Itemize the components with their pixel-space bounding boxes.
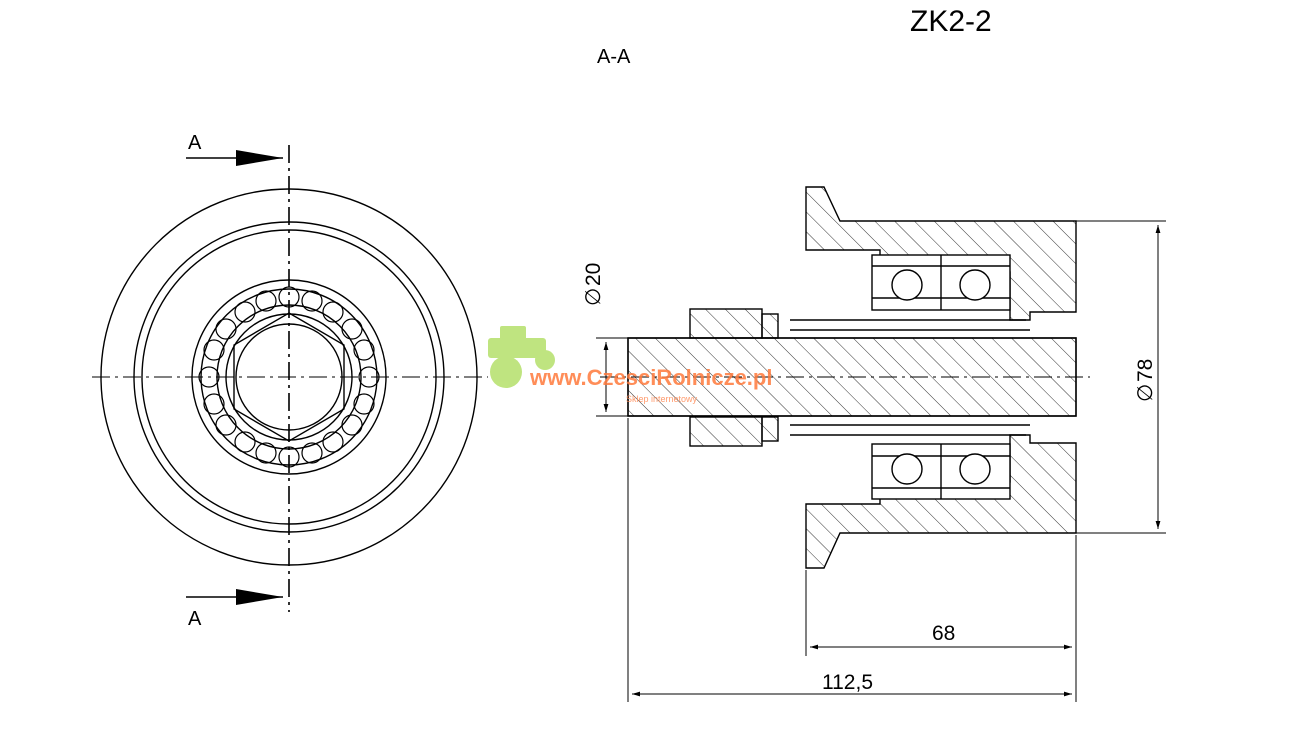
dimensions xyxy=(596,220,1166,702)
drawing-title: ZK2-2 xyxy=(910,5,992,38)
section-view xyxy=(600,186,1090,569)
cut-label-top: A xyxy=(188,132,202,154)
tractor-icon xyxy=(488,326,555,388)
dim-outer-diameter-symbol: ∅ xyxy=(1134,384,1157,402)
watermark-site: www.CzesciRolnicze.pl xyxy=(529,365,772,390)
dim-shaft-diameter-symbol: ∅ xyxy=(582,288,605,306)
cut-label-bottom: A xyxy=(188,608,202,630)
dim-outer-diameter: 78 xyxy=(1134,359,1157,382)
watermark-tagline: Sklep internetowy xyxy=(626,394,698,404)
section-cut-marks: A A xyxy=(186,132,283,630)
dim-total-length: 112,5 xyxy=(822,671,873,694)
watermark: www.CzesciRolnicze.pl Sklep internetowy xyxy=(488,326,772,404)
front-view xyxy=(92,145,488,612)
dim-shaft-diameter: 20 xyxy=(582,263,605,286)
dim-flange-length: 68 xyxy=(932,622,955,645)
section-label: A-A xyxy=(597,46,631,68)
dimension-labels: ∅ 20 ∅ 78 68 112,5 xyxy=(582,263,1157,694)
